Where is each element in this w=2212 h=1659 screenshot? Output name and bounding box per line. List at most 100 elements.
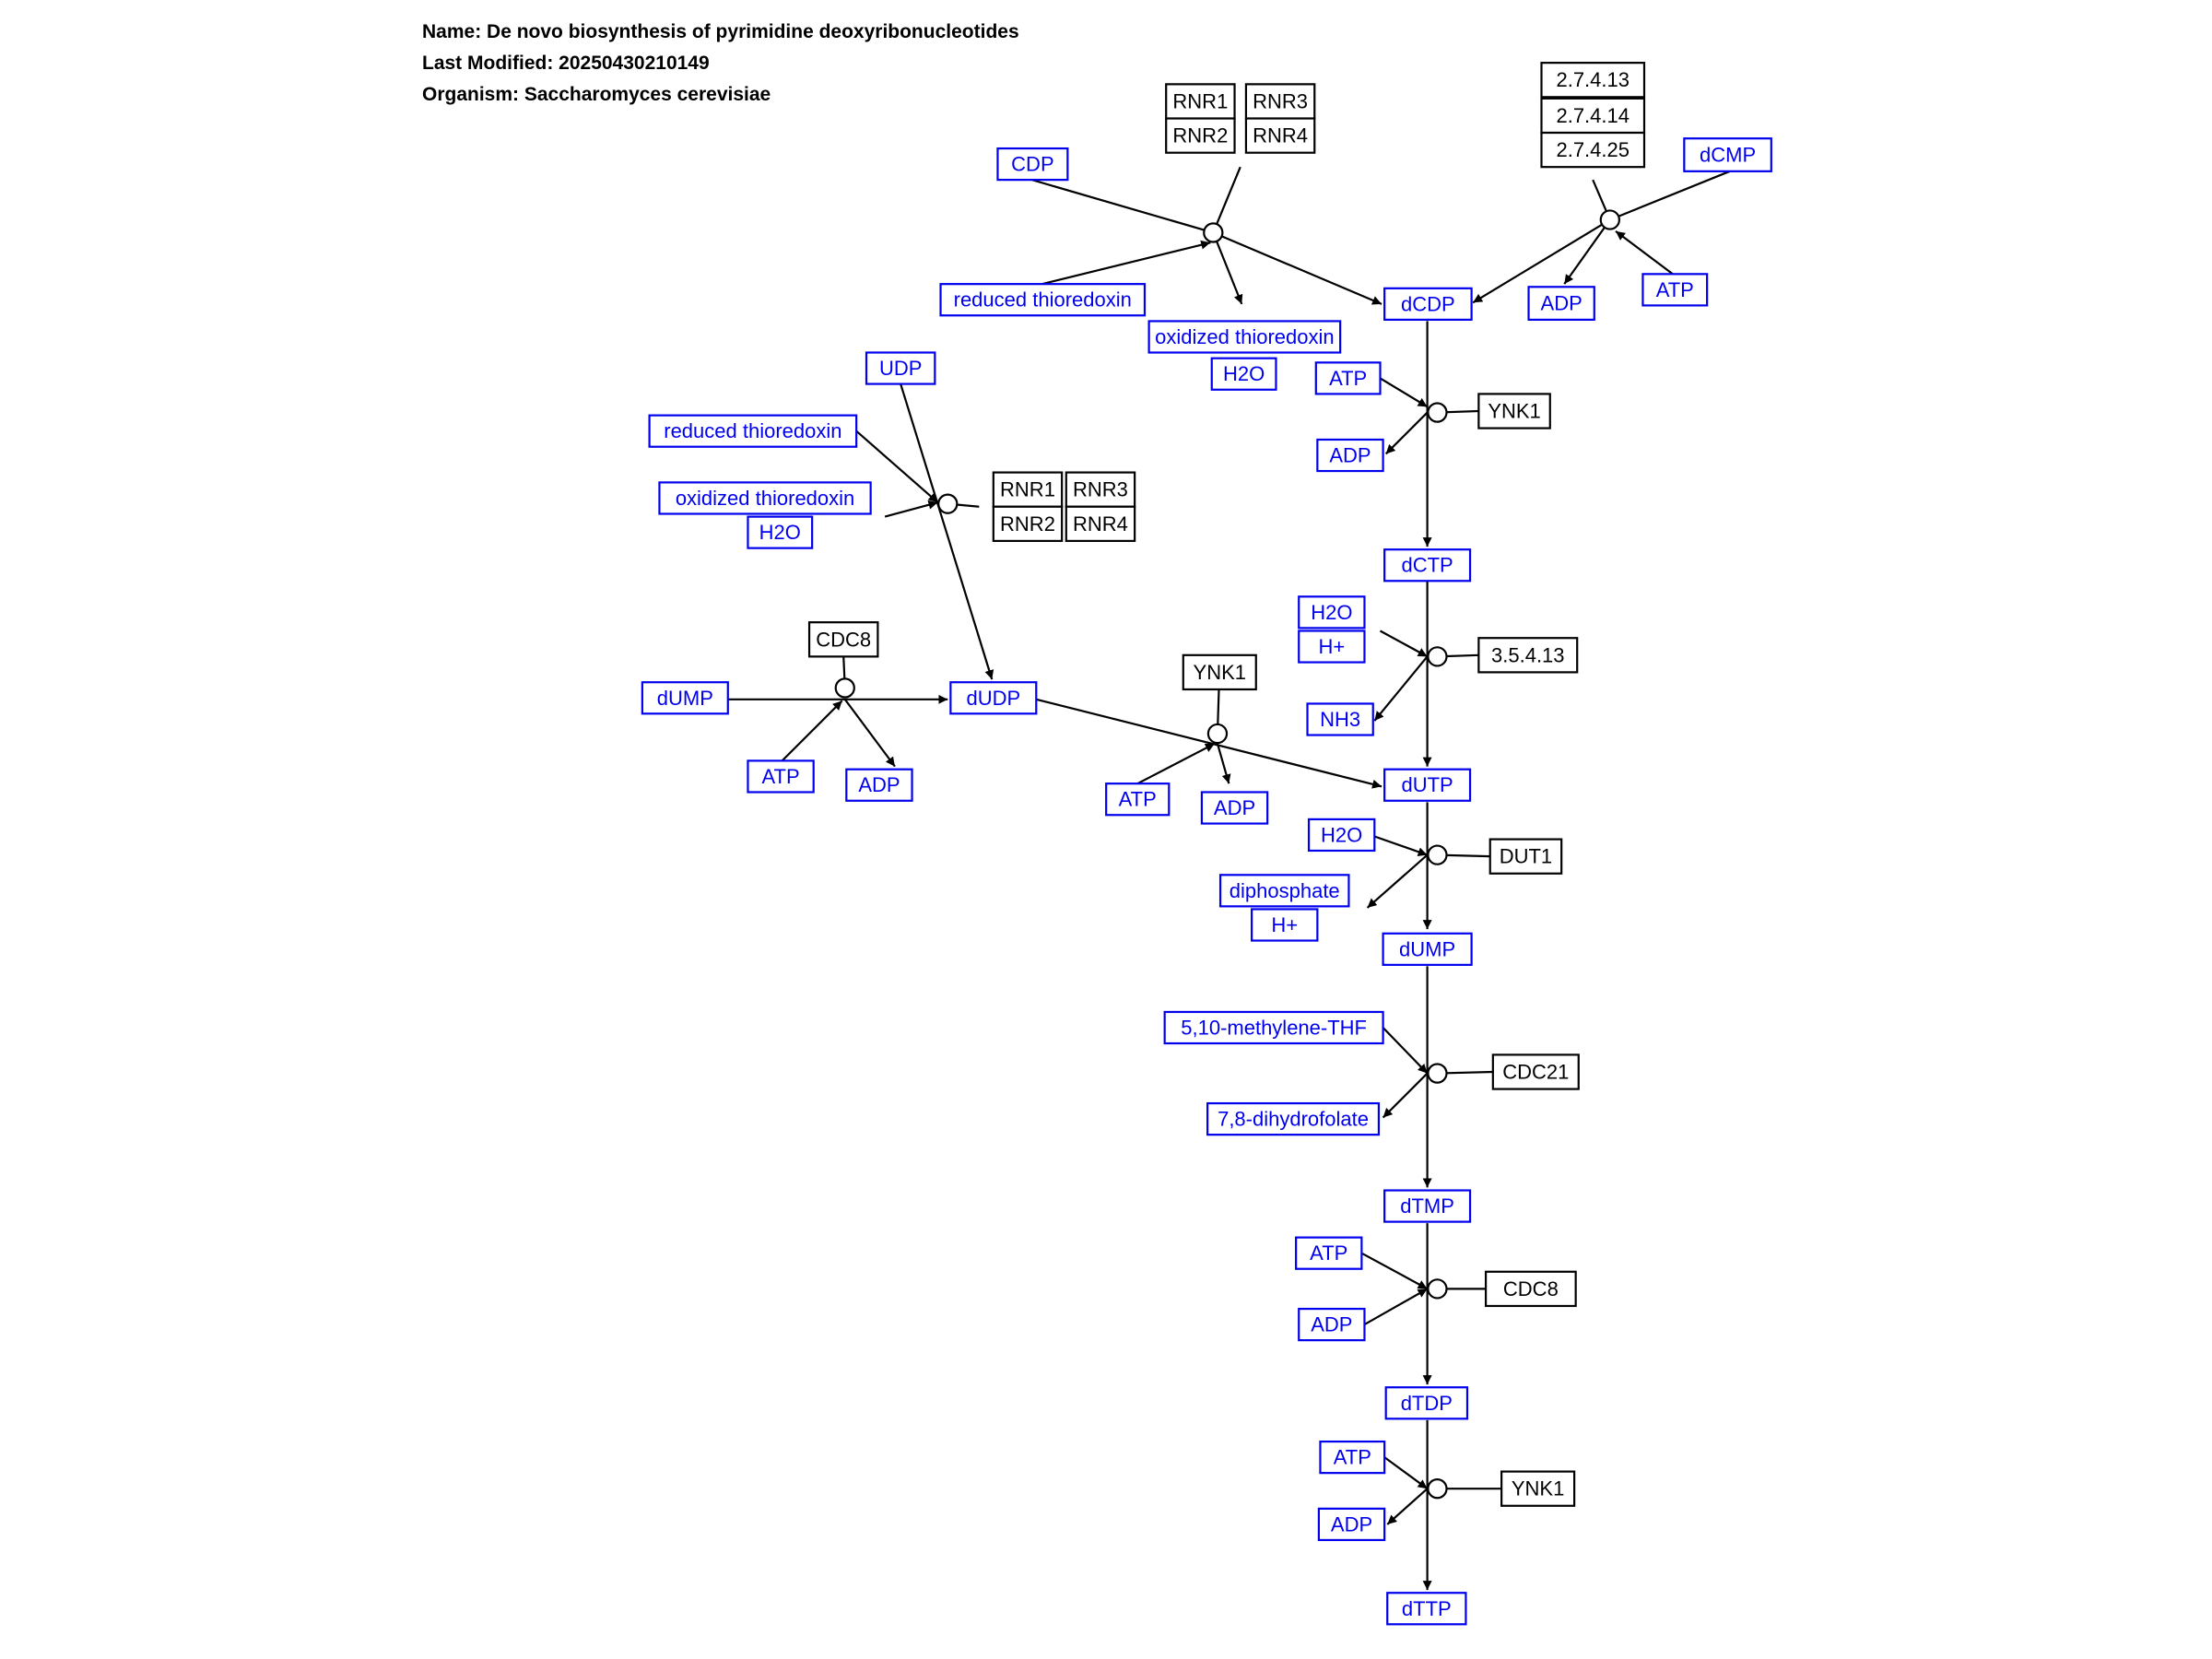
- reaction-arrow: [1382, 1027, 1429, 1075]
- gene-box-ynk1[interactable]: YNK1: [1500, 1470, 1576, 1507]
- metabolite-box-adp[interactable]: ADP: [845, 768, 913, 802]
- reaction-arrow: [855, 429, 939, 503]
- gene-box-2-7-4-13[interactable]: 2.7.4.13: [1540, 62, 1646, 99]
- metabolite-box-oxidized-thioredoxin[interactable]: oxidized thioredoxin: [658, 481, 872, 515]
- gene-box-rnr2[interactable]: RNR2: [1165, 117, 1236, 154]
- node-border: [1298, 1307, 1366, 1342]
- gene-box-2-7-4-14[interactable]: 2.7.4.14: [1540, 97, 1646, 135]
- metabolite-box-adp[interactable]: ADP: [1200, 791, 1269, 825]
- metabolite-box-dutp[interactable]: dUTP: [1383, 768, 1472, 802]
- metabolite-box-atp[interactable]: ATP: [1641, 273, 1709, 307]
- metabolite-box-reduced-thioredoxin[interactable]: reduced thioredoxin: [648, 414, 858, 448]
- metabolite-box-udp[interactable]: UDP: [865, 351, 936, 385]
- metabolite-box-atp[interactable]: ATP: [747, 759, 815, 794]
- node-label: ATP: [1119, 788, 1157, 811]
- node-border: [1540, 97, 1646, 135]
- catalysis-line: [1212, 166, 1241, 233]
- reaction-arrow: [1384, 411, 1429, 455]
- node-label: reduced thioredoxin: [664, 419, 841, 442]
- gene-box-cdc8[interactable]: CDC8: [807, 621, 879, 658]
- node-label: RNR4: [1073, 512, 1128, 535]
- metabolite-box-5-10-methylene-thf[interactable]: 5,10-methylene-THF: [1163, 1010, 1384, 1045]
- metabolite-box-dtmp[interactable]: dTMP: [1383, 1189, 1472, 1223]
- node-border: [1384, 1386, 1469, 1420]
- reaction-anchor: [834, 677, 855, 699]
- node-label: dUDP: [966, 687, 1020, 710]
- node-label: RNR2: [1172, 124, 1228, 147]
- gene-box-rnr4[interactable]: RNR4: [1244, 117, 1316, 154]
- reaction-arrow: [1563, 218, 1611, 285]
- node-label: dUTP: [1401, 773, 1453, 796]
- node-border: [1383, 548, 1472, 582]
- metabolite-box-dctp[interactable]: dCTP: [1383, 548, 1472, 582]
- reaction-arrow: [1379, 629, 1429, 658]
- edge-layer: [727, 166, 1731, 1591]
- gene-box-2-7-4-25[interactable]: 2.7.4.25: [1540, 131, 1646, 169]
- node-border: [1484, 1270, 1577, 1308]
- metabolite-box-dudp[interactable]: dUDP: [949, 681, 1038, 715]
- metabolite-box-h[interactable]: H+: [1251, 908, 1319, 942]
- metabolite-box-7-8-dihydrofolate[interactable]: 7,8-dihydrofolate: [1206, 1101, 1381, 1136]
- metabolite-box-dtdp[interactable]: dTDP: [1384, 1386, 1469, 1420]
- node-border: [1206, 1101, 1381, 1136]
- node-label: dCDP: [1401, 292, 1455, 315]
- node-border: [1314, 361, 1382, 395]
- gene-box-rnr1[interactable]: RNR1: [1165, 83, 1236, 120]
- node-border: [1065, 505, 1136, 543]
- node-border: [1488, 838, 1563, 875]
- metabolite-box-dcmp[interactable]: dCMP: [1683, 137, 1772, 172]
- reaction-arrow: [1360, 1252, 1429, 1290]
- node-label: H2O: [1311, 601, 1352, 624]
- gene-box-rnr1[interactable]: RNR1: [992, 471, 1064, 508]
- metabolite-box-adp[interactable]: ADP: [1316, 438, 1384, 473]
- node-label: CDC8: [1503, 1277, 1559, 1300]
- metabolite-box-dttp[interactable]: dTTP: [1386, 1592, 1467, 1626]
- metabolite-box-atp[interactable]: ATP: [1105, 782, 1171, 817]
- node-border: [1527, 286, 1595, 321]
- metabolite-box-h2o[interactable]: H2O: [747, 515, 814, 549]
- node-border: [1298, 595, 1366, 629]
- node-label: RNR1: [1172, 89, 1228, 112]
- node-border: [1383, 287, 1473, 321]
- node-label: ATP: [1656, 278, 1694, 301]
- metabolite-box-atp[interactable]: ATP: [1295, 1236, 1363, 1270]
- metabolite-box-nh3[interactable]: NH3: [1306, 702, 1374, 736]
- metabolite-box-diphosphate[interactable]: diphosphate: [1218, 874, 1350, 908]
- metabolite-box-atp[interactable]: ATP: [1314, 361, 1382, 395]
- gene-box-rnr4[interactable]: RNR4: [1065, 505, 1136, 543]
- metabolite-box-h[interactable]: H+: [1298, 629, 1366, 664]
- metabolite-box-h2o[interactable]: H2O: [1307, 818, 1376, 853]
- gene-box-3-5-4-13[interactable]: 3.5.4.13: [1477, 637, 1579, 674]
- node-label: ATP: [1310, 1241, 1347, 1265]
- reaction-arrow: [843, 699, 896, 768]
- metabolite-box-h2o[interactable]: H2O: [1298, 595, 1366, 629]
- gene-box-ynk1[interactable]: YNK1: [1477, 393, 1551, 429]
- gene-box-ynk1[interactable]: YNK1: [1182, 653, 1257, 691]
- metabolite-box-dcdp[interactable]: dCDP: [1383, 287, 1473, 321]
- gene-box-cdc8[interactable]: CDC8: [1484, 1270, 1577, 1308]
- metabolite-box-adp[interactable]: ADP: [1317, 1507, 1386, 1542]
- gene-box-rnr3[interactable]: RNR3: [1244, 83, 1316, 120]
- gene-box-rnr2[interactable]: RNR2: [992, 505, 1064, 543]
- metabolite-box-cdp[interactable]: CDP: [996, 147, 1069, 182]
- node-border: [1491, 1053, 1580, 1090]
- gene-box-rnr3[interactable]: RNR3: [1065, 471, 1136, 508]
- metabolite-box-adp[interactable]: ADP: [1298, 1307, 1366, 1342]
- reaction-arrow: [1366, 853, 1429, 909]
- metabolite-box-reduced-thioredoxin[interactable]: reduced thioredoxin: [939, 283, 1147, 317]
- node-label: NH3: [1320, 708, 1360, 731]
- metabolite-box-dump[interactable]: dUMP: [1382, 932, 1473, 966]
- gene-box-dut1[interactable]: DUT1: [1488, 838, 1563, 875]
- node-border: [1317, 1507, 1386, 1542]
- metabolite-box-oxidized-thioredoxin[interactable]: oxidized thioredoxin: [1147, 320, 1342, 354]
- reaction-arrow: [1472, 218, 1611, 304]
- metabolite-box-atp[interactable]: ATP: [1319, 1440, 1386, 1475]
- node-border: [1477, 637, 1579, 674]
- metabolite-box-h2o[interactable]: H2O: [1210, 357, 1277, 391]
- gene-box-cdc21[interactable]: CDC21: [1491, 1053, 1580, 1090]
- metabolite-box-dump[interactable]: dUMP: [641, 681, 729, 715]
- metabolite-box-adp[interactable]: ADP: [1527, 286, 1595, 321]
- node-label: CDC8: [816, 628, 871, 651]
- node-label: H+: [1318, 635, 1345, 658]
